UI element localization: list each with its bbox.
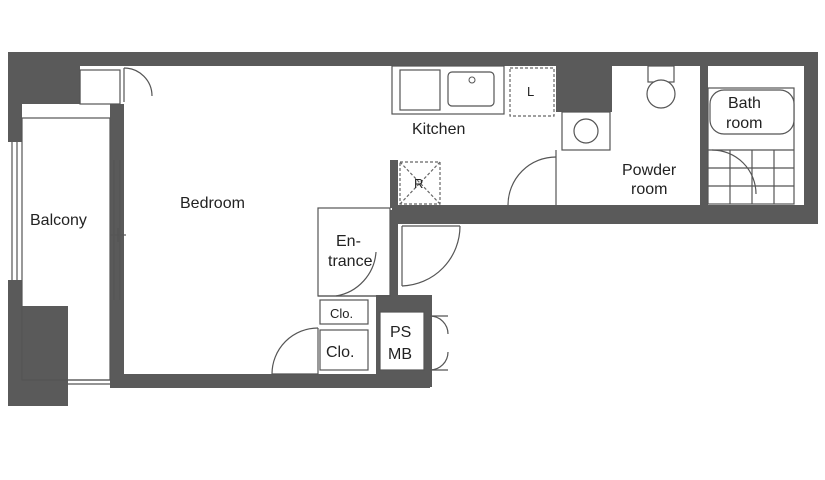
ps-mb: PS MB <box>379 311 449 371</box>
entrance-label-line1: En- <box>336 233 361 250</box>
powder-room: Powder room <box>561 65 677 198</box>
balcony-label: Balcony <box>30 212 87 229</box>
powder-room-label-line1: Powder <box>622 162 677 179</box>
walls <box>8 52 818 406</box>
entrance: En- trance <box>317 207 461 297</box>
closet-label: Clo. <box>326 344 354 361</box>
balcony: Balcony <box>11 117 111 385</box>
ps-label: PS <box>390 324 411 341</box>
bedroom: Bedroom <box>79 67 319 375</box>
closets: Clo. Clo. <box>319 299 369 371</box>
closet-small-label: Clo. <box>330 306 353 321</box>
kitchen: L Kitchen R <box>390 65 557 208</box>
bedroom-label: Bedroom <box>180 195 245 212</box>
kitchen-label: Kitchen <box>412 121 465 138</box>
refrigerator-mark: R <box>414 176 423 191</box>
bath-room-label-line1: Bath <box>728 95 761 112</box>
powder-room-label-line2: room <box>631 181 667 198</box>
entrance-label-line2: trance <box>328 253 373 270</box>
bath-room: Bath room <box>707 87 795 205</box>
mb-label: MB <box>388 346 412 363</box>
laundry-mark: L <box>527 84 534 99</box>
bath-room-label-line2: room <box>726 115 762 132</box>
